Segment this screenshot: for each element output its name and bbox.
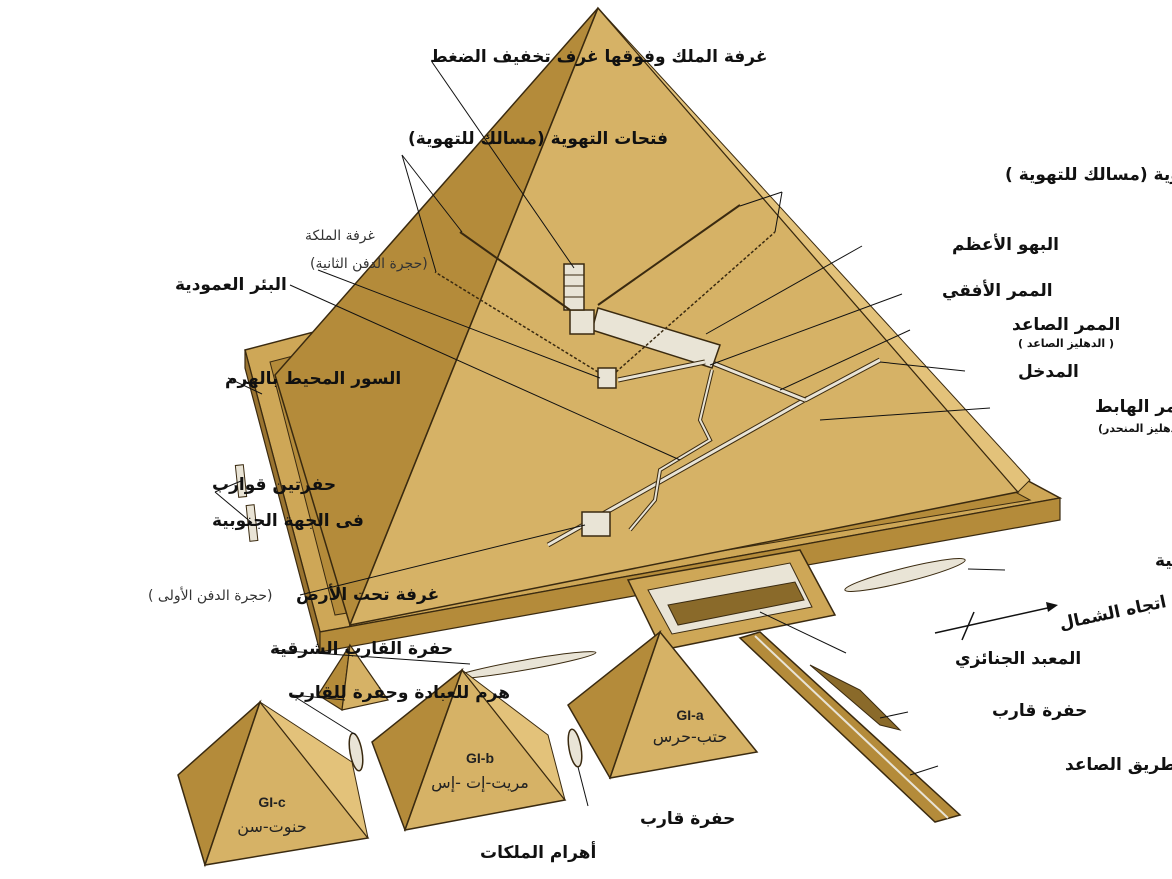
label-south-boat-pits-2: فى الجهة الجنوبية: [212, 511, 364, 531]
label-south-boat-pits-1: حفرتين قوارب: [212, 475, 336, 495]
pyramid-code-gi-a: GI-a: [676, 707, 703, 723]
label-east-boat-pit-right: حفرة القارب الشرقية: [1155, 551, 1172, 571]
pyramid-name-gi-c: حنوت-سن: [237, 817, 306, 837]
label-vertical-shaft: البئر العمودية: [175, 275, 287, 295]
mortuary-temple-colonnade: [667, 581, 805, 626]
label-grand-gallery: البهو الأعظم: [952, 234, 1059, 255]
label-queens-chamber-sub: (حجرة الدفن الثانية): [310, 256, 428, 272]
queen-pyramid-gi-b: GI-b مريت-إت -إس: [371, 667, 567, 833]
kings-air-shaft-north: [597, 204, 741, 306]
label-kings-chamber: غرفة الملك وفوقها غرف تخفيف الضغط: [430, 47, 767, 67]
queen-pyramid-gi-a: GI-a حتب-حرس: [567, 629, 759, 780]
label-descending-passage: الممر الهابط: [1095, 397, 1172, 417]
pyramid-name-gi-a: حتب-حرس: [653, 727, 727, 747]
east-boat-pit-left: [453, 651, 597, 679]
causeway: [738, 631, 962, 823]
temple-complex: [234, 464, 966, 823]
label-boat-pit-bottom: حفرة قارب: [640, 809, 735, 829]
pyramid-code-gi-c: GI-c: [258, 794, 285, 810]
label-queens-pyramids: أهرام الملكات: [480, 841, 596, 863]
queen-pyramid-gi-c: GI-c حنوت-سن: [177, 699, 370, 868]
causeway-boat-pit: [809, 664, 902, 731]
label-cult-pyramid: هرم للعبادة وحفرة للقارب: [288, 683, 510, 703]
cult-pyramid: [317, 643, 390, 712]
kings-air-shaft-south: [459, 231, 571, 311]
label-entrance: المدخل: [1018, 362, 1079, 382]
label-east-boat-pit-left: حفرة القارب الشرقية: [270, 639, 453, 659]
label-boat-pit-right: حفرة قارب: [992, 701, 1087, 721]
label-air-shafts-right: فتحات التهوية (مسالك للتهوية ): [1005, 165, 1172, 185]
queens-air-shaft-north: [615, 231, 776, 373]
internal-passages: [434, 204, 882, 548]
label-enclosure-wall: السور المحيط بالهرم: [225, 369, 401, 389]
queens-air-shaft-south: [434, 271, 599, 373]
kings-chamber: [569, 309, 595, 335]
label-subterranean-chamber-sub: (حجرة الدفن الأولى ): [148, 586, 272, 604]
queens-chamber: [597, 367, 617, 389]
leader-lines: [214, 61, 1006, 807]
label-queens-chamber: غرفة الملكة: [305, 228, 375, 244]
subterranean-chamber: [581, 511, 611, 537]
label-descending-passage-sub: (الدهليز المنحدر): [1098, 422, 1172, 435]
pyramid-right-sliver: [597, 7, 1031, 493]
pyramid-name-gi-b: مريت-إت -إس: [431, 773, 529, 793]
boat-pit-ring-2: [567, 728, 583, 768]
label-ascending-passage: الممر الصاعد: [1012, 315, 1120, 335]
label-north-direction: اتجاه الشمال: [1057, 592, 1168, 634]
great-pyramid: [274, 6, 1031, 628]
north-arrow: [934, 602, 1058, 641]
relieving-chambers: [563, 263, 585, 311]
label-horizontal-passage: الممر الأفقي: [942, 280, 1053, 301]
pyramid-code-gi-b: GI-b: [466, 750, 494, 766]
label-causeway: الطريق الصاعد: [1065, 755, 1172, 775]
east-boat-pit-right: [844, 558, 966, 592]
label-mortuary-temple: المعبد الجنائزي: [955, 649, 1081, 669]
label-subterranean-chamber: غرفة تحت الأرض: [296, 584, 439, 605]
arrow-head-icon: [1046, 602, 1058, 612]
labels: غرفة الملك وفوقها غرف تخفيف الضغط فتحات …: [148, 47, 1172, 863]
label-ascending-passage-sub: ( الدهليز الصاعد ): [1018, 337, 1114, 350]
label-air-shafts-left: فتحات التهوية (مسالك للتهوية): [408, 129, 668, 149]
